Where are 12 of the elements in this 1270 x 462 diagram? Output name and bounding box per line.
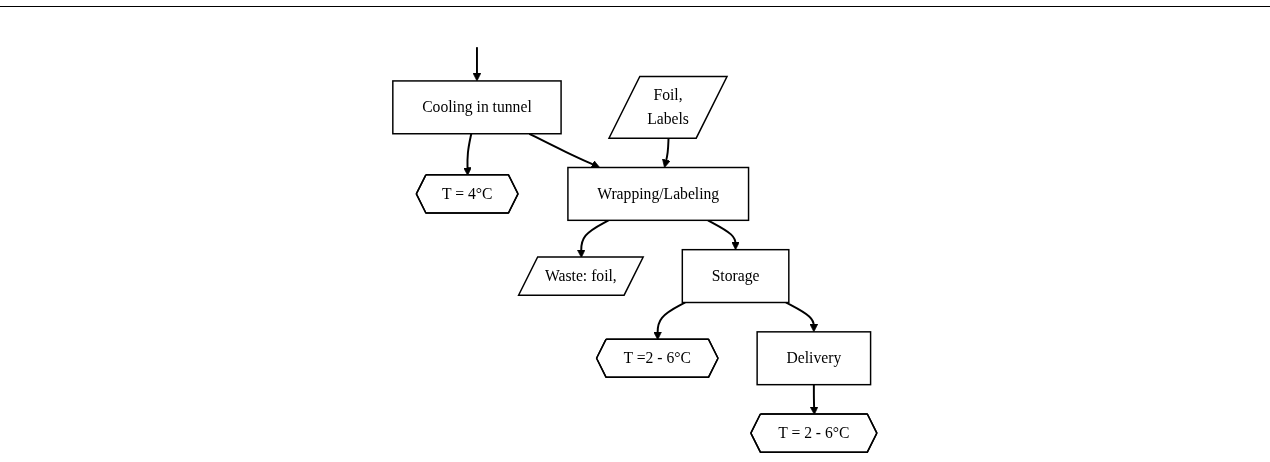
arrow: [809, 383, 819, 415]
arrow: [472, 46, 482, 82]
node-box: Wrapping/Labeling: [567, 166, 750, 222]
arrow: [653, 301, 687, 341]
arrow: [463, 132, 473, 176]
arrow: [785, 301, 819, 333]
node-box: Cooling in tunnel: [392, 80, 562, 135]
node-box: Storage: [681, 248, 790, 304]
arrow: [577, 219, 610, 258]
arrow: [528, 132, 601, 169]
node-box: Delivery: [756, 331, 872, 386]
arrow: [707, 219, 741, 251]
